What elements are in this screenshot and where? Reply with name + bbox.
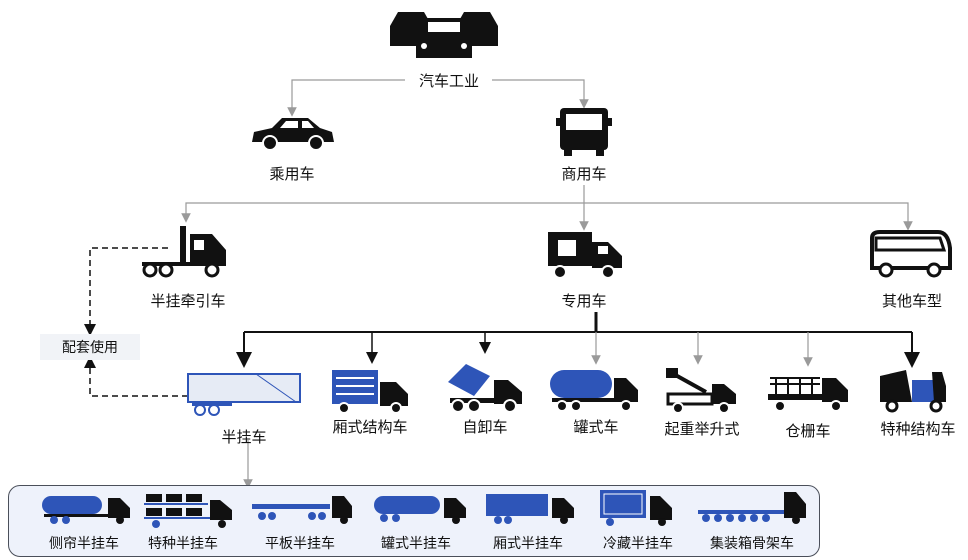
refrigerated-semi-trailer-label: 冷藏半挂车 — [603, 536, 673, 552]
curtain-semi-trailer-icon — [42, 496, 130, 524]
edge-root-commercial — [492, 79, 589, 109]
passenger-label: 乘用车 — [269, 165, 315, 183]
refrigerated-semi-trailer-icon — [600, 490, 672, 526]
van-body-label: 厢式结构车 — [332, 418, 408, 436]
root-label: 汽车工业 — [418, 72, 480, 90]
curtain-semi-trailer-label: 侧帘半挂车 — [49, 536, 119, 552]
bus-side-icon — [870, 230, 952, 278]
edge-root-passenger — [287, 79, 405, 117]
edge-pairing-top — [84, 247, 168, 336]
van-semi-trailer-icon — [486, 494, 574, 524]
semi-trailer-label: 半挂车 — [221, 428, 267, 446]
pairing-box: 配套使用 — [40, 334, 140, 360]
van-body-truck-icon — [332, 370, 408, 414]
tractor-truck-icon — [142, 226, 226, 278]
semi-trailer-icon — [187, 373, 301, 416]
dump-truck-label: 自卸车 — [462, 418, 508, 436]
cars-group-icon — [390, 12, 498, 58]
stake-truck-label: 仓栅车 — [785, 422, 831, 440]
tank-truck-icon — [550, 370, 638, 412]
tank-semi-trailer-label: 罐式半挂车 — [381, 536, 451, 552]
sedan-icon — [252, 118, 334, 151]
stake-truck-icon — [768, 377, 848, 412]
flatbed-semi-trailer-label: 平板半挂车 — [265, 536, 335, 552]
crane-truck-icon — [666, 368, 736, 414]
commercial-label: 商用车 — [561, 165, 607, 183]
tank-truck-label: 罐式车 — [573, 418, 619, 436]
container-chassis-icon — [698, 492, 806, 524]
edge-commercial-tractor — [181, 202, 584, 223]
pairing-label: 配套使用 — [62, 340, 118, 356]
flatbed-semi-trailer-icon — [252, 496, 352, 524]
tractor-label: 半挂牵引车 — [150, 292, 226, 310]
edge-commercial-other — [584, 202, 913, 231]
box-truck-icon — [548, 232, 622, 279]
dump-truck-icon — [448, 364, 522, 413]
car-carrier-semi-trailer-icon — [144, 494, 232, 528]
special-structure-truck-icon — [880, 370, 946, 413]
tank-semi-trailer-icon — [374, 496, 466, 524]
other-label: 其他车型 — [881, 292, 943, 310]
container-chassis-label: 集装箱骨架车 — [710, 536, 794, 552]
special-label: 专用车 — [561, 292, 607, 310]
car-carrier-semi-trailer-label: 特种半挂车 — [148, 536, 218, 552]
bus-front-icon — [556, 108, 612, 156]
special-structure-label: 特种结构车 — [880, 420, 956, 438]
edge-pairing-bottom — [84, 356, 188, 397]
van-semi-trailer-label: 厢式半挂车 — [493, 536, 563, 552]
crane-truck-label: 起重举升式 — [664, 420, 740, 438]
